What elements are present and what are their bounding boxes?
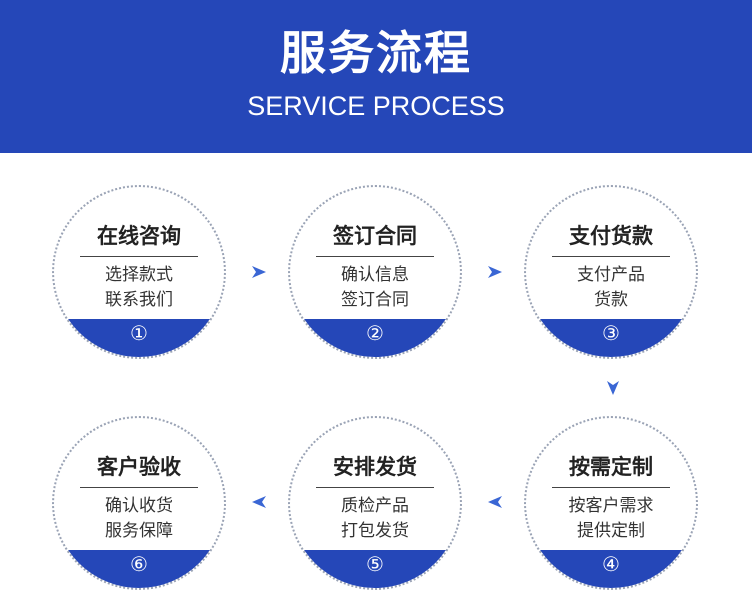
arrow-right-icon bbox=[487, 264, 503, 280]
step-number: ④ bbox=[602, 552, 620, 576]
step-divider bbox=[80, 256, 198, 257]
step-circle: 按需定制 按客户需求 提供定制 ④ bbox=[524, 416, 698, 590]
step-divider bbox=[316, 256, 434, 257]
step-number-band bbox=[54, 319, 224, 357]
arrow-down-icon bbox=[605, 380, 621, 396]
step-description-line-1: 选择款式 bbox=[105, 265, 173, 285]
step-circle: 安排发货 质检产品 打包发货 ⑤ bbox=[288, 416, 462, 590]
step-title: 签订合同 bbox=[333, 224, 417, 248]
step-number-band bbox=[526, 319, 696, 357]
step-description-line-2: 联系我们 bbox=[105, 290, 173, 310]
step-description-line-1: 确认收货 bbox=[105, 496, 173, 516]
step-divider bbox=[552, 487, 670, 488]
step-description-line-2: 货款 bbox=[594, 290, 628, 310]
header-banner: 服务流程 SERVICE PROCESS bbox=[0, 0, 752, 153]
arrow-right-icon bbox=[251, 264, 267, 280]
step-description-line-1: 支付产品 bbox=[577, 265, 645, 285]
step-4: 按需定制 按客户需求 提供定制 ④ bbox=[524, 416, 698, 590]
step-title: 安排发货 bbox=[333, 455, 417, 479]
step-circle: 客户验收 确认收货 服务保障 ⑥ bbox=[52, 416, 226, 590]
step-title: 支付货款 bbox=[569, 224, 653, 248]
step-number: ② bbox=[366, 321, 384, 345]
arrow-left-icon bbox=[251, 494, 267, 510]
step-number-band bbox=[290, 319, 460, 357]
step-divider bbox=[316, 487, 434, 488]
step-title: 在线咨询 bbox=[97, 224, 181, 248]
step-description-line-1: 按客户需求 bbox=[568, 496, 654, 516]
step-number: ⑥ bbox=[130, 552, 148, 576]
step-description-line-2: 签订合同 bbox=[341, 290, 409, 310]
step-description-line-1: 确认信息 bbox=[341, 265, 409, 285]
step-description-line-1: 质检产品 bbox=[341, 496, 409, 516]
step-divider bbox=[80, 487, 198, 488]
step-description-line-2: 打包发货 bbox=[341, 521, 409, 541]
step-title: 按需定制 bbox=[569, 455, 653, 479]
step-title: 客户验收 bbox=[97, 455, 181, 479]
step-circle: 支付货款 支付产品 货款 ③ bbox=[524, 185, 698, 359]
step-number-band bbox=[54, 550, 224, 588]
step-6: 客户验收 确认收货 服务保障 ⑥ bbox=[52, 416, 226, 590]
step-number-band bbox=[526, 550, 696, 588]
page-title: 服务流程 bbox=[280, 26, 472, 80]
step-description-line-2: 服务保障 bbox=[105, 521, 173, 541]
step-1: 在线咨询 选择款式 联系我们 ① bbox=[52, 185, 226, 359]
step-number: ⑤ bbox=[366, 552, 384, 576]
step-5: 安排发货 质检产品 打包发货 ⑤ bbox=[288, 416, 462, 590]
step-3: 支付货款 支付产品 货款 ③ bbox=[524, 185, 698, 359]
page-subtitle: SERVICE PROCESS bbox=[247, 91, 505, 121]
step-number: ③ bbox=[602, 321, 620, 345]
step-2: 签订合同 确认信息 签订合同 ② bbox=[288, 185, 462, 359]
step-number: ① bbox=[130, 321, 148, 345]
step-divider bbox=[552, 256, 670, 257]
step-description-line-2: 提供定制 bbox=[577, 521, 645, 541]
step-circle: 在线咨询 选择款式 联系我们 ① bbox=[52, 185, 226, 359]
arrow-left-icon bbox=[487, 494, 503, 510]
step-circle: 签订合同 确认信息 签订合同 ② bbox=[288, 185, 462, 359]
step-number-band bbox=[290, 550, 460, 588]
